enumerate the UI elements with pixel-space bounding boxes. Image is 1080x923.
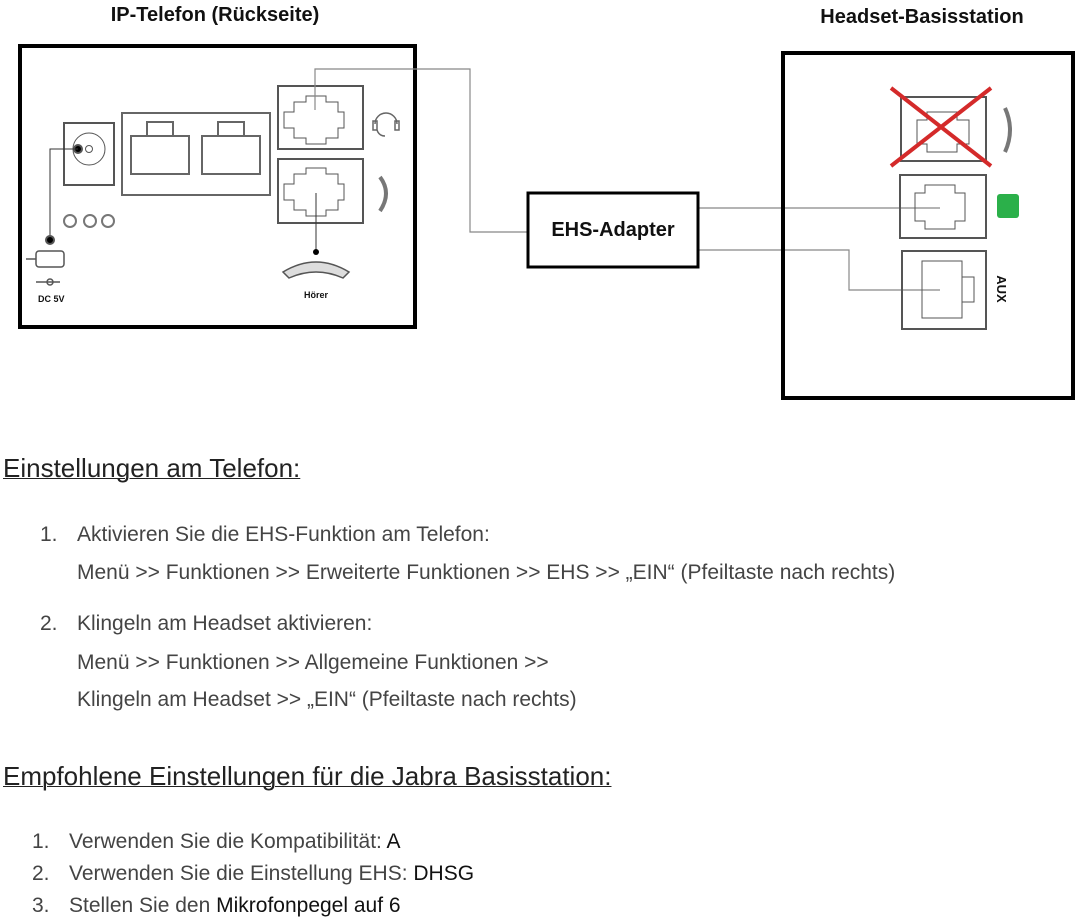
aux-label: AUX [994, 275, 1009, 303]
list-number: 2. [40, 612, 58, 635]
section-heading-base: Empfohlene Einstellungen für die Jabra B… [3, 761, 612, 791]
phone-port [899, 174, 987, 239]
list-item: Stellen Sie den Mikrofonpegel auf 6 [69, 894, 401, 918]
disabled-port [900, 96, 987, 162]
list-number: 2. [32, 862, 50, 885]
polarity-icon [63, 214, 115, 228]
ethernet-ports [121, 112, 271, 196]
cable-phone-to-adapter [314, 68, 528, 233]
phone-title: IP-Telefon (Rückseite) [111, 4, 320, 26]
headset-port [277, 85, 364, 150]
setting-value: Mikrofonpegel auf 6 [216, 894, 401, 917]
list-item: Verwenden Sie die Kompatibilität: A [69, 830, 401, 854]
list-item-text: Verwenden Sie die Einstellung EHS: [69, 862, 414, 885]
handset-icon [281, 261, 351, 279]
aux-port [901, 250, 987, 330]
phone-back-box [18, 44, 417, 329]
handset-port [277, 158, 364, 224]
list-number: 3. [32, 894, 50, 917]
handset-label: Hörer [304, 290, 329, 300]
list-item-text: Stellen Sie den [69, 894, 217, 917]
handset-small-icon [378, 175, 388, 213]
list-item-text: Menü >> Funktionen >> Allgemeine Funktio… [77, 651, 549, 674]
power-port [45, 122, 115, 245]
list-item-text: Klingeln am Headset >> „EIN“ (Pfeiltaste… [77, 688, 577, 711]
cross-icon [889, 86, 993, 168]
list-item-text: Verwenden Sie die Kompatibilität: [69, 830, 387, 853]
section-heading-phone: Einstellungen am Telefon: [3, 453, 301, 483]
setting-value: DHSG [413, 862, 475, 885]
ehs-adapter-box [526, 191, 700, 269]
list-item-text: Klingeln am Headset aktivieren: [77, 612, 373, 635]
headset-base-box [781, 51, 1075, 400]
list-number: 1. [40, 523, 58, 546]
headset-icon [372, 112, 400, 137]
list-item-text: Aktivieren Sie die EHS-Funktion am Telef… [77, 523, 490, 546]
green-phone-icon [997, 194, 1019, 218]
handset-small-icon [1003, 107, 1012, 153]
base-title: Headset-Basisstation [820, 6, 1023, 28]
list-item-text: Menü >> Funktionen >> Erweiterte Funktio… [77, 561, 896, 584]
ehs-adapter-label: EHS-Adapter [551, 219, 675, 241]
dc-label: DC 5V [38, 294, 65, 304]
setting-value: A [386, 830, 401, 853]
list-item: Verwenden Sie die Einstellung EHS: DHSG [69, 862, 474, 886]
list-number: 1. [32, 830, 50, 853]
connection-diagram: IP-Telefon (Rückseite) Headset-Basisstat… [18, 4, 1075, 400]
power-adapter-icon [26, 250, 65, 286]
cable-adapter-to-aux [698, 249, 940, 291]
